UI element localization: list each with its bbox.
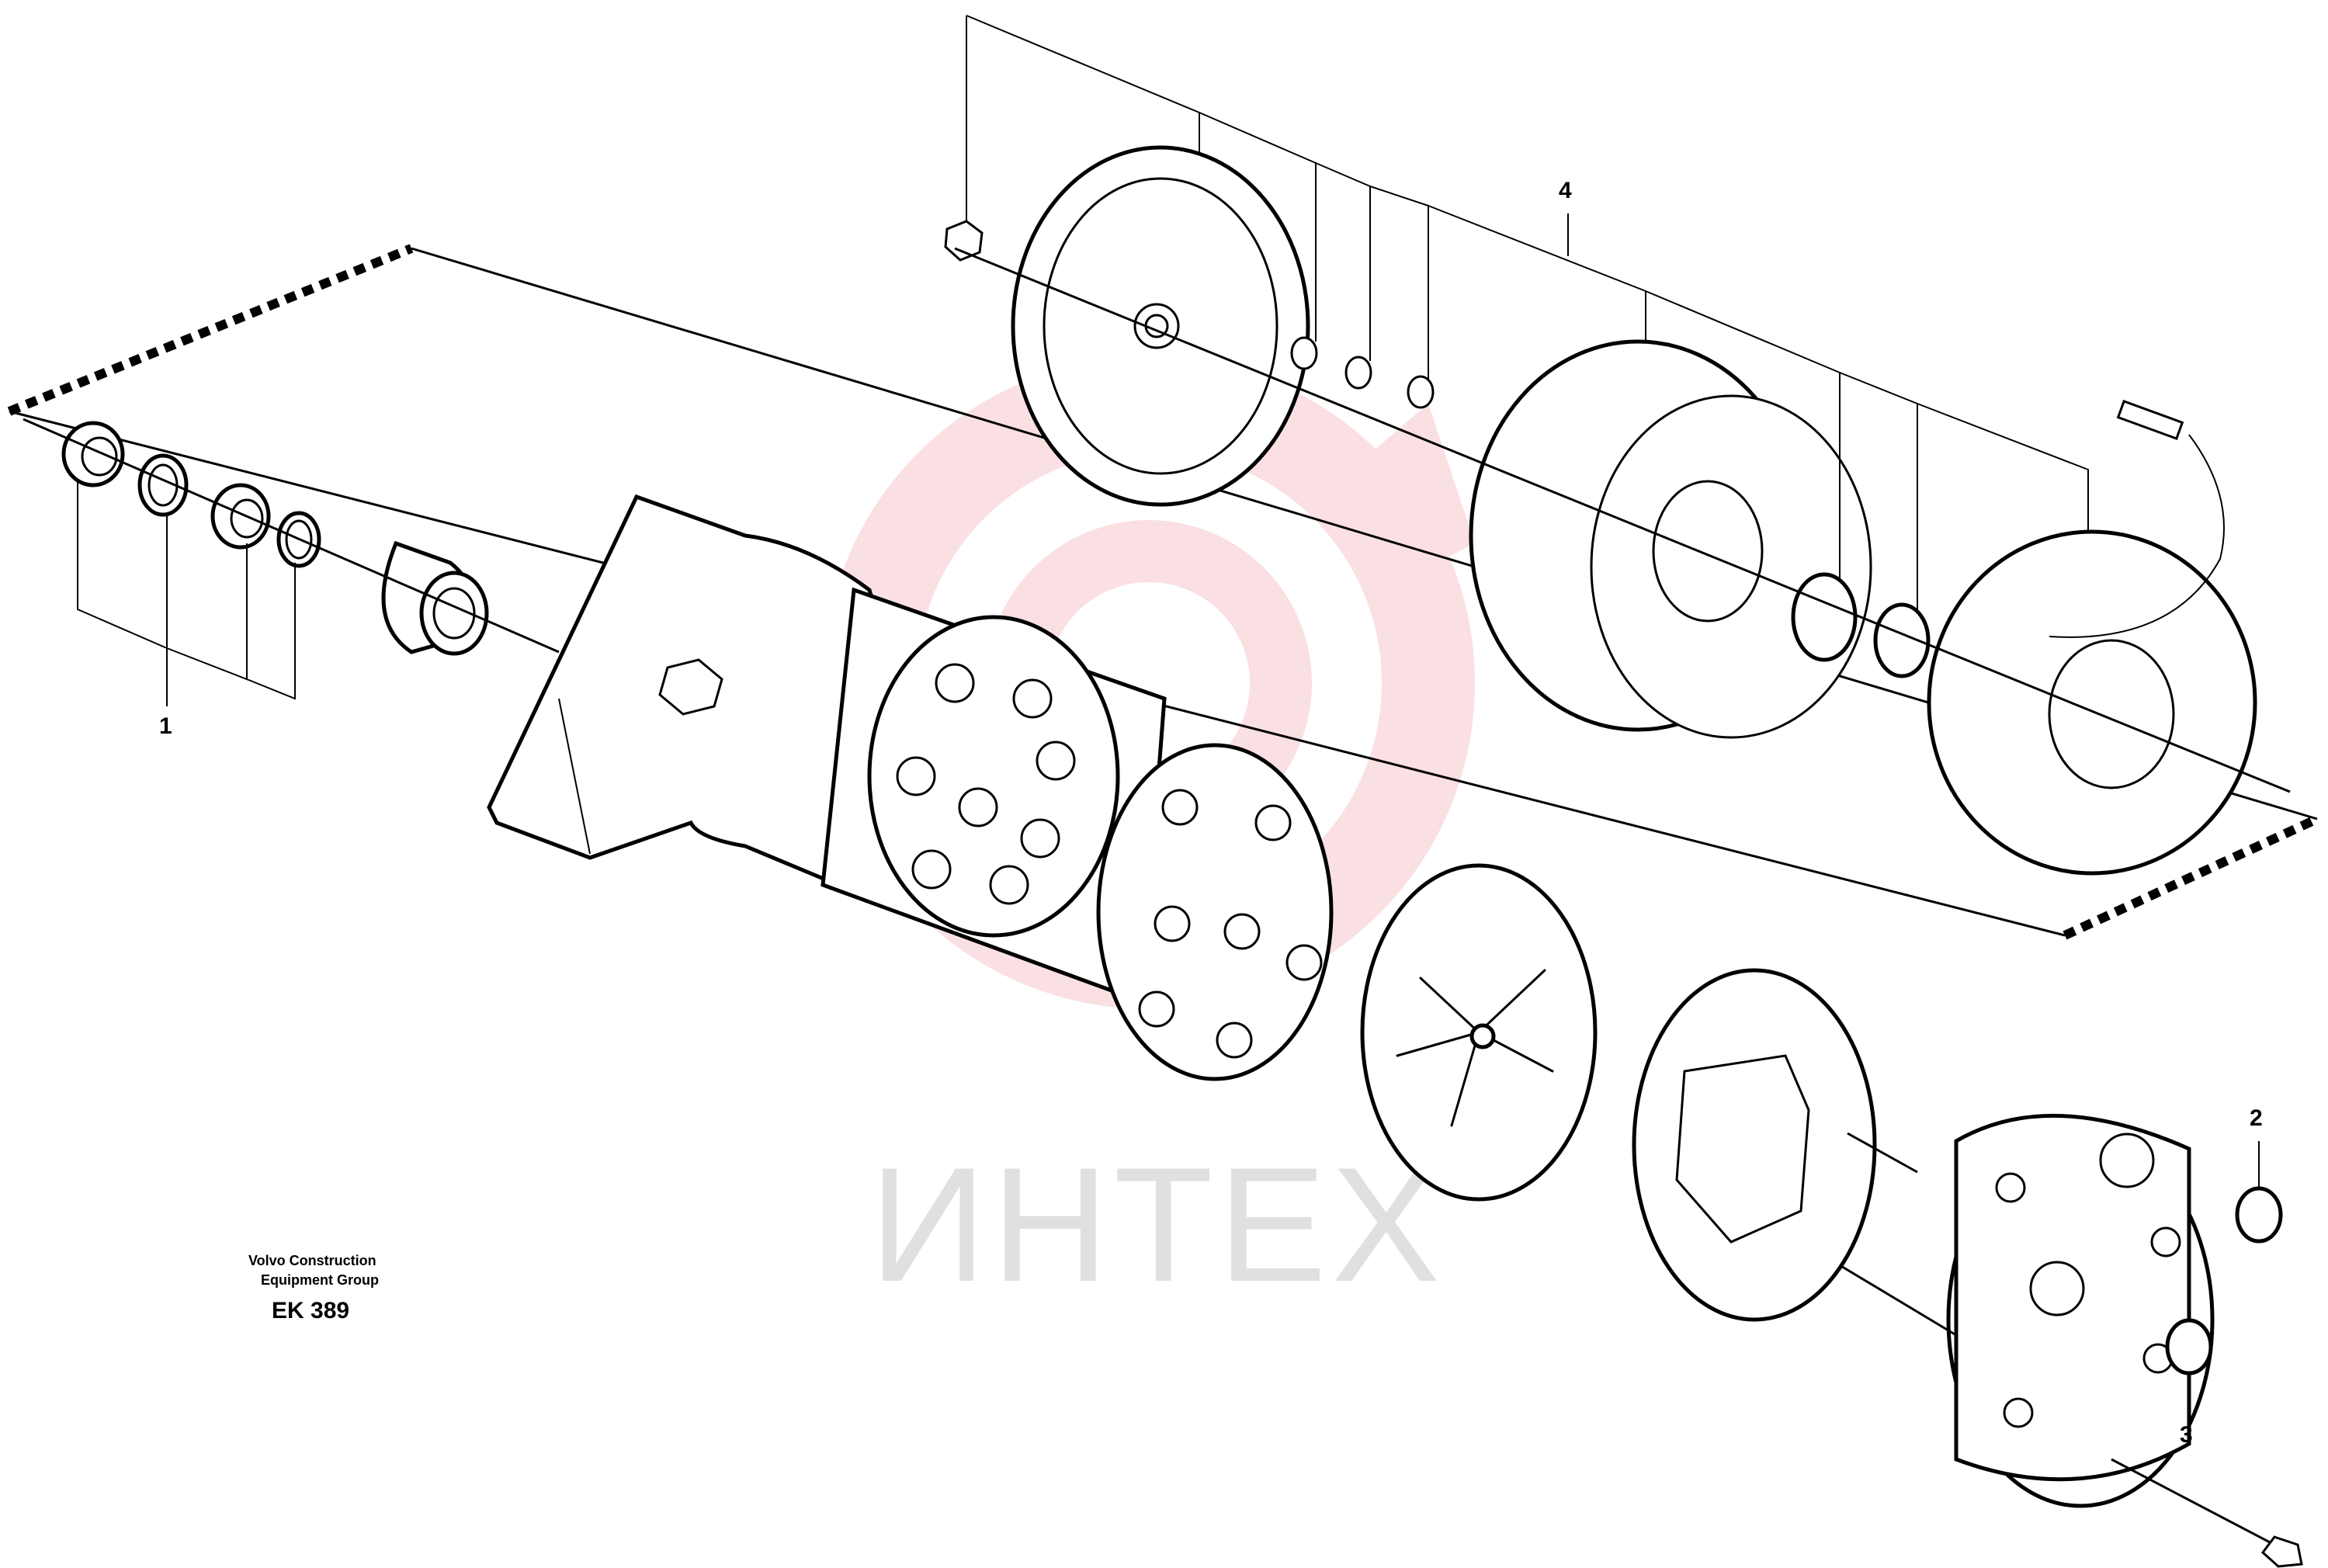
clutch-assembly	[944, 15, 2291, 876]
caption-line-2: Equipment Group	[261, 1272, 379, 1288]
frame-dash-bottom-right	[2063, 814, 2319, 940]
frame-dash-top-left	[7, 244, 414, 416]
compressor-housing	[487, 494, 1167, 1004]
callout-3: 3	[2180, 1422, 2193, 1448]
cylinder-head	[1839, 1113, 2303, 1568]
callout-2: 2	[2250, 1105, 2263, 1131]
callout-1: 1	[159, 713, 172, 739]
reed-valve-plate	[1360, 863, 1598, 1202]
head-gasket	[1632, 968, 1877, 1322]
o-ring-2	[2235, 1186, 2283, 1244]
caption-line-1: Volvo Construction	[248, 1253, 376, 1268]
valve-plate	[1096, 743, 1334, 1081]
o-ring-3	[2165, 1318, 2213, 1375]
watermark-text: ИНТЕХ	[869, 1133, 1445, 1316]
caption-code: EK 389	[272, 1298, 349, 1323]
callout-4: 4	[1559, 178, 1572, 203]
seal-kit-group	[23, 418, 560, 706]
